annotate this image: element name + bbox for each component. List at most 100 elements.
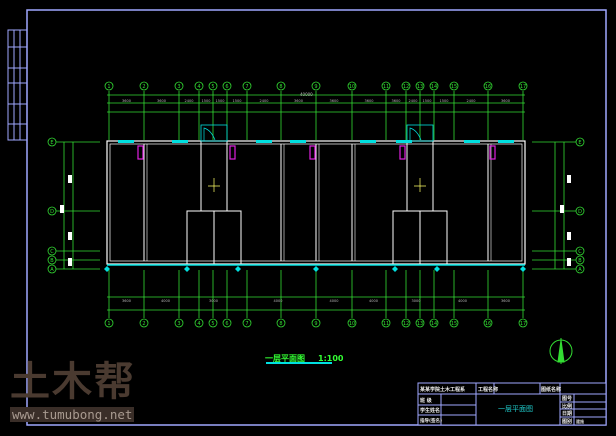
tb-right-label-2: 比例 [562, 403, 572, 410]
tb-school: 某某学院土木工程系 [419, 386, 465, 393]
axis-bubble [575, 137, 585, 147]
tb-drawing-type: 建施 [576, 418, 584, 424]
tb-right-label-3: 日期 [562, 410, 572, 417]
title-block [417, 382, 607, 426]
axis-label: 5 [211, 321, 214, 327]
axis-bubble [381, 81, 391, 91]
washbasin-fixture [137, 145, 144, 160]
dimension-text: 3600 [157, 99, 166, 103]
entrance-canopy [406, 124, 434, 142]
window [118, 140, 134, 143]
axis-label: 4 [197, 84, 200, 90]
window [360, 140, 376, 143]
exterior-wall [106, 140, 526, 265]
side-window [68, 175, 72, 183]
axis-bubble [415, 318, 425, 328]
axis-label: 8 [279, 321, 282, 327]
watermark-url: www.tumubong.net [10, 407, 135, 422]
axis-bubble [104, 81, 114, 91]
axis-label: D [578, 209, 582, 215]
axis-bubble [518, 318, 528, 328]
axis-label: 13 [417, 84, 423, 90]
axis-bubble [242, 81, 252, 91]
axis-label: 6 [225, 321, 228, 327]
axis-bubble [429, 318, 439, 328]
axis-bubble [575, 246, 585, 256]
window [498, 140, 514, 143]
floor-plan-walls [60, 124, 571, 272]
tb-student-label: 学生姓名 [420, 407, 440, 414]
axis-bubble [347, 318, 357, 328]
side-window [68, 232, 72, 240]
axis-bubble [347, 81, 357, 91]
axis-label: B [578, 258, 582, 264]
axis-label: 3 [177, 84, 180, 90]
axis-label: D [50, 209, 54, 215]
stair-core-wall [200, 140, 228, 212]
axis-bubble [139, 318, 149, 328]
dimension-text: 4000 [161, 299, 170, 303]
dimension-text: 3000 [412, 299, 421, 303]
side-window [60, 205, 64, 213]
window [396, 140, 412, 143]
axis-label: 10 [349, 84, 355, 90]
axis-bubble [139, 81, 149, 91]
axis-label: 7 [245, 321, 248, 327]
axis-bubble [401, 81, 411, 91]
axis-label: 11 [383, 321, 389, 327]
axis-label: E [50, 140, 53, 146]
dimension-text: 2400 [409, 99, 418, 103]
tb-project-label: 工程名称 [478, 386, 498, 393]
column-marker [235, 266, 241, 272]
entrance-canopy [200, 124, 228, 142]
washbasin-fixture [399, 145, 406, 160]
axis-bubble [242, 318, 252, 328]
tb-right-label-4: 图别 [562, 418, 572, 425]
tb-drawing-label: 图纸名称 [541, 386, 561, 393]
axis-label: 8 [279, 84, 282, 90]
axis-bubble [575, 264, 585, 274]
window [256, 140, 272, 143]
axis-bubble [518, 81, 528, 91]
axis-bubble [222, 81, 232, 91]
axis-label: 15 [451, 321, 457, 327]
dimension-text: 1500 [440, 99, 449, 103]
window [290, 140, 306, 143]
level-marker [414, 178, 426, 192]
north-arrow [549, 338, 573, 364]
dimension-text: 4000 [458, 299, 467, 303]
washbasin-fixture [489, 145, 496, 160]
dimension-text: 3600 [330, 99, 339, 103]
column-marker [434, 266, 440, 272]
dimension-text: 1500 [202, 99, 211, 103]
left-binding-table [7, 29, 28, 141]
axis-bubble [47, 206, 57, 216]
axis-bubble [311, 318, 321, 328]
tb-class-label: 班 级 [420, 397, 432, 404]
washbasin-fixture [229, 145, 236, 160]
axis-bubble [47, 246, 57, 256]
axis-label: 2 [142, 84, 145, 90]
column-marker [313, 266, 319, 272]
axis-label: 15 [451, 84, 457, 90]
axis-bubble [104, 318, 114, 328]
dimension-text: 3600 [365, 99, 374, 103]
dimension-text: 1500 [216, 99, 225, 103]
axis-label: 12 [403, 84, 409, 90]
stair-core-wall [406, 140, 434, 212]
door-swing [203, 127, 216, 141]
axis-bubble [276, 318, 286, 328]
axis-bubble [381, 318, 391, 328]
axis-label: 9 [314, 84, 317, 90]
axis-label: 7 [245, 84, 248, 90]
dimension-text: 3600 [501, 299, 510, 303]
window [464, 140, 480, 143]
dimension-text: 3600 [122, 99, 131, 103]
axis-bubble [483, 318, 493, 328]
axis-label: 1 [107, 84, 110, 90]
axis-bubble [311, 81, 321, 91]
axis-bubble [483, 81, 493, 91]
dimension-text: 4000 [274, 299, 283, 303]
axis-bubble [222, 318, 232, 328]
